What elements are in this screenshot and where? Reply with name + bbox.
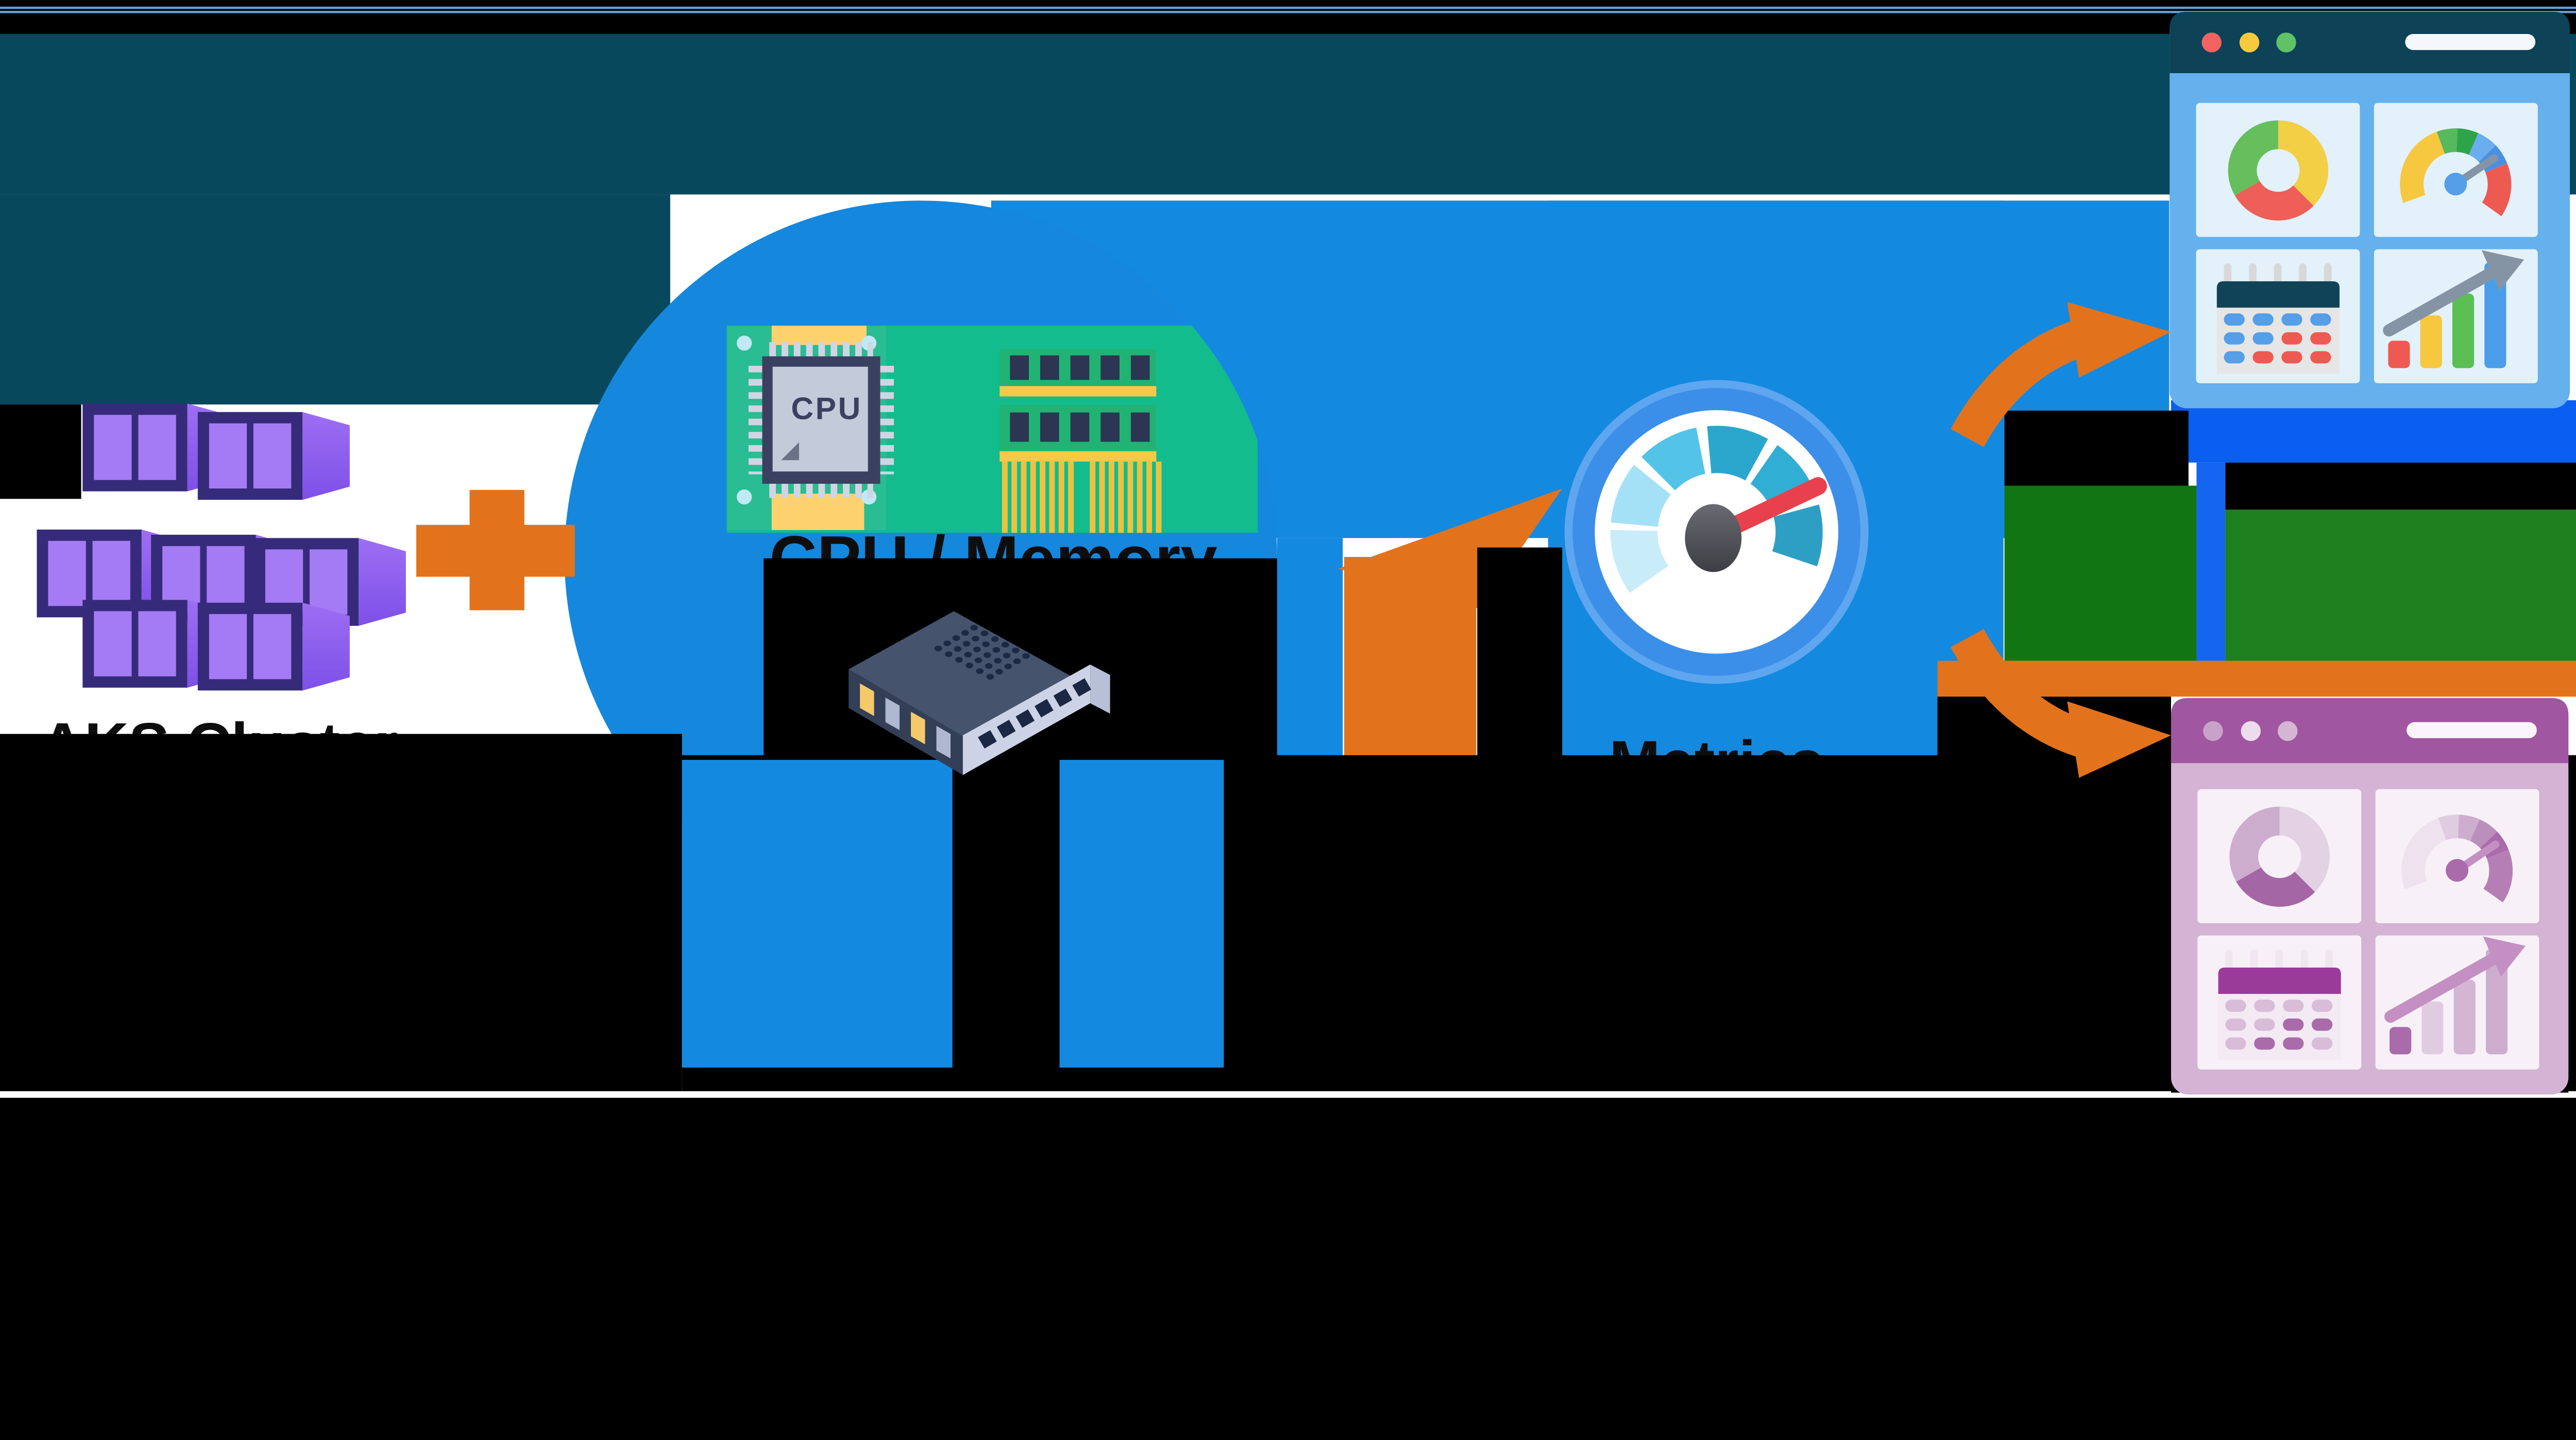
corrupt-black-row — [2225, 462, 2576, 510]
growth-chart-icon — [2384, 936, 2526, 1055]
growth-chart-icon — [2383, 250, 2524, 368]
address-pill — [2406, 722, 2537, 738]
ram-chips-2 — [1010, 412, 1150, 442]
cpu-slot-top — [771, 326, 867, 345]
ram-icon — [999, 349, 1162, 533]
corrupt-black-box — [2004, 410, 2189, 486]
network-switch-icon — [849, 611, 1110, 775]
blue-under-circle-right — [1059, 759, 1224, 1068]
redaction-box-left — [0, 734, 682, 1093]
switch-port — [911, 711, 925, 744]
corrupt-blue-row — [2171, 400, 2576, 463]
arrow-down-head-icon — [2067, 701, 2171, 778]
card-gauge — [2374, 103, 2538, 237]
traffic-dot-yellow-icon — [2239, 32, 2260, 53]
dashboard-window-light — [2170, 11, 2570, 409]
card-gauge — [2375, 789, 2539, 923]
corrupt-blue-strip — [2196, 462, 2226, 661]
infographic-stage: CPU — [0, 0, 2576, 1319]
cpu-chip-icon: CPU — [762, 356, 880, 484]
arrow-down-curve — [1951, 629, 2092, 758]
gauge-hub — [1685, 504, 1742, 572]
ram-pins-1 — [999, 386, 1157, 397]
switch-vent-dots — [934, 624, 1030, 680]
arrow-up-curve — [1951, 318, 2092, 447]
corrupt-green-left — [2004, 485, 2197, 661]
switch-port — [860, 683, 874, 716]
calendar-dots — [2225, 999, 2333, 1050]
arrow-to-gauge-icon — [1338, 488, 1563, 755]
card-donut — [2196, 103, 2360, 237]
screw-icon — [737, 335, 752, 351]
donut-chart-icon — [2228, 120, 2329, 221]
ram-comb-teeth — [1002, 461, 1162, 533]
split-arrows — [1951, 302, 2171, 778]
teal-banner-left-extension — [0, 194, 670, 405]
ram-pins-2 — [999, 451, 1157, 462]
top-strip-line-1 — [0, 6, 2576, 9]
corrupt-orange-row — [1937, 660, 2576, 697]
aks-monitoring-infographic: CPU — [0, 0, 2576, 1319]
traffic-dot-green-icon — [2276, 32, 2296, 53]
cpu-label: CPU — [791, 391, 862, 426]
bottom-black-band — [0, 1097, 2576, 1319]
dashboard-window-purple — [2171, 698, 2569, 1095]
gauge-chart-icon — [2400, 128, 2512, 216]
gauge-chart-icon — [2401, 815, 2513, 903]
metrics-gauge-icon — [1564, 380, 1869, 684]
calendar-icon — [2216, 263, 2340, 374]
plus-icon — [416, 489, 575, 611]
cpu-board-icon: CPU — [726, 326, 894, 530]
traffic-dot-icon — [2241, 721, 2261, 741]
switch-port — [885, 697, 900, 731]
switch-port — [936, 725, 951, 759]
corrupt-green-right — [2225, 510, 2576, 661]
address-pill — [2405, 33, 2536, 50]
calendar-dots — [2224, 313, 2331, 364]
redaction-box-left-top — [0, 404, 81, 499]
traffic-dot-icon — [2278, 721, 2298, 741]
traffic-dot-red-icon — [2201, 32, 2222, 53]
traffic-dot-icon — [2203, 721, 2223, 741]
redaction-col-gauge — [1477, 547, 1563, 758]
screw-icon — [737, 489, 752, 505]
switch-bracket-ports — [978, 678, 1091, 749]
ram-chips-1 — [1010, 355, 1150, 380]
chip-corner-mark — [781, 442, 799, 461]
teal-banner — [0, 33, 2576, 195]
card-donut — [2197, 789, 2362, 923]
top-black-strip — [0, 0, 2576, 34]
cpu-slot-bottom — [771, 494, 865, 530]
corruption-blocks — [1937, 400, 2576, 697]
container-box — [197, 412, 350, 500]
node-hardware-group: CPU — [726, 326, 1258, 533]
aks-cluster-icon — [37, 403, 406, 691]
calendar-icon — [2218, 950, 2341, 1060]
divider-lines — [0, 1091, 2576, 1097]
container-box — [197, 602, 350, 691]
arrow-up-head-icon — [2067, 302, 2171, 378]
blue-under-circle-left — [682, 759, 953, 1068]
donut-chart-icon — [2229, 806, 2330, 907]
top-strip-line-2 — [0, 11, 2576, 13]
